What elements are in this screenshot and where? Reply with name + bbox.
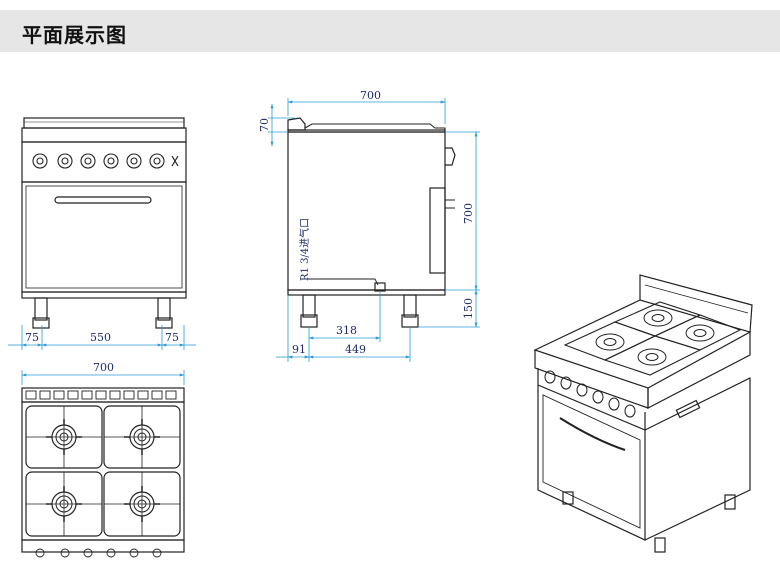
top-view [21,387,185,558]
front-dimensions: 75 550 75 [8,325,196,350]
front-top-grate [23,117,185,129]
iso-side-handle [675,399,701,419]
gas-pipe [300,278,379,286]
side-dim-body-height: 700 [462,203,475,224]
oven-door [25,185,183,289]
isometric-view [533,274,753,553]
front-dim-right: 75 [165,331,179,344]
front-left-foot [32,317,50,329]
front-view [21,117,187,329]
front-left-leg [34,297,48,321]
iso-burners [595,309,715,366]
front-dim-middle: 550 [90,331,111,344]
iso-oven-handle [559,417,626,451]
side-dim-upstand: 70 [258,118,271,132]
iso-oven-door [542,394,641,529]
front-base [21,291,187,299]
side-dim-91: 91 [292,343,306,356]
side-back-upstand [287,117,306,131]
side-door-handle [445,199,455,209]
iso-control-panel [537,368,646,431]
side-back-leg [302,294,316,318]
ignition-button-icon [171,155,179,167]
top-front-rail [21,539,185,553]
iso-oven-front [537,385,646,541]
side-grate-profile [304,123,446,134]
top-back-rail [21,387,185,403]
oven-body [21,181,187,293]
side-view [287,117,456,328]
iso-leg-front-left [562,491,574,505]
page-title: 平面展示图 [22,23,127,47]
iso-back-upstand [639,274,753,333]
knob-row [32,153,165,169]
oven-door-handle [54,196,152,204]
iso-right-rail [647,332,751,409]
iso-knobs [544,370,636,418]
side-front-leg [403,294,417,318]
iso-grates [563,301,742,376]
side-dim-top-width: 700 [360,89,381,102]
page-header: 平面展示图 [0,10,780,52]
side-door-edge [429,187,446,274]
front-dim-left: 75 [25,331,39,344]
top-dimensions: 700 [21,361,185,385]
side-body [287,131,446,291]
side-knob [445,147,456,166]
top-dim-width: 700 [93,361,114,374]
side-dimensions: 700 70 700 150 318 91 449 [258,89,480,362]
side-base [287,289,446,296]
iso-leg-back-right [724,494,736,510]
front-right-leg [157,297,171,321]
front-right-foot [155,317,173,329]
front-control-rail [21,127,187,143]
side-dim-318: 318 [336,324,357,337]
side-dim-leg-height: 150 [462,298,475,319]
gas-inlet-label: R1 3/4进气口 [298,218,311,281]
iso-leg-front-right [654,537,666,553]
top-cooktop [21,401,185,541]
side-dim-449: 449 [345,343,366,356]
